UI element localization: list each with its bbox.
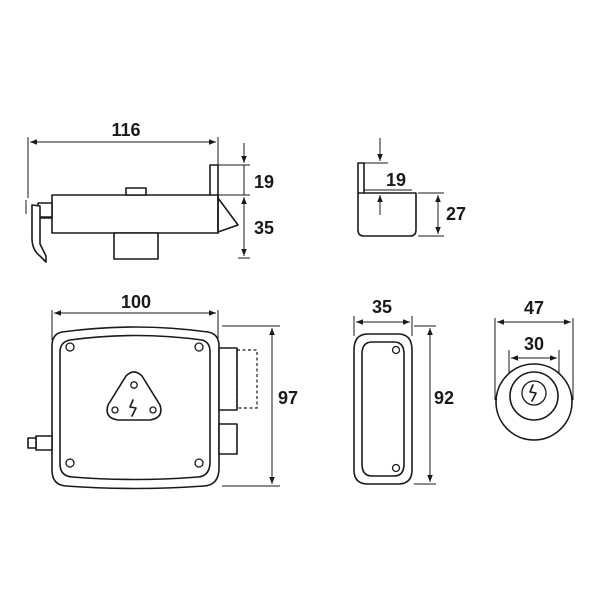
dimension-label-97: 97 (278, 388, 298, 408)
latch-bolt-front (218, 423, 238, 455)
latch-lever (31, 204, 47, 263)
dimension-label-35-top: 35 (254, 218, 274, 238)
keeper-top-view: 19 27 (357, 138, 466, 237)
screw-hole (391, 463, 401, 473)
keeper-body-top (357, 192, 417, 237)
keyhole-icon (529, 384, 537, 402)
cylinder-view: 47 30 (494, 298, 574, 441)
lock-top-view: 116 19 35 (25, 120, 274, 263)
keeper-front-plate (353, 333, 413, 485)
screw-hole (391, 345, 401, 355)
keeper-front-inner (361, 341, 405, 477)
dimension-label-27: 27 (446, 204, 466, 224)
lock-bolt-front (218, 347, 238, 411)
dimension-label-116: 116 (111, 120, 140, 140)
lock-case-top (51, 194, 219, 234)
lock-front-view: 100 97 (27, 292, 298, 490)
bolt-extended-outline (236, 349, 258, 409)
dimension-label-19-keeper: 19 (386, 170, 406, 190)
screw-hole (194, 342, 204, 352)
keeper-front-view: 35 92 (353, 297, 454, 485)
cylinder-housing-top (113, 232, 159, 260)
keeper-flange (357, 162, 365, 194)
handle-stub (35, 435, 53, 451)
screw-hole (65, 342, 75, 352)
dimension-label-19-top: 19 (254, 172, 274, 192)
screw-hole (194, 458, 204, 468)
dimension-label-47: 47 (524, 298, 544, 318)
screw-hole (65, 458, 75, 468)
dimension-label-30: 30 (524, 334, 544, 354)
key-escutcheon (106, 371, 162, 421)
dimension-label-92: 92 (434, 388, 454, 408)
dimension-label-35-keeper: 35 (372, 297, 392, 317)
lock-cap-top (125, 187, 147, 196)
lock-front-inner-frame (59, 334, 211, 481)
keyhole-icon (129, 399, 137, 417)
dimension-label-100: 100 (121, 292, 151, 312)
